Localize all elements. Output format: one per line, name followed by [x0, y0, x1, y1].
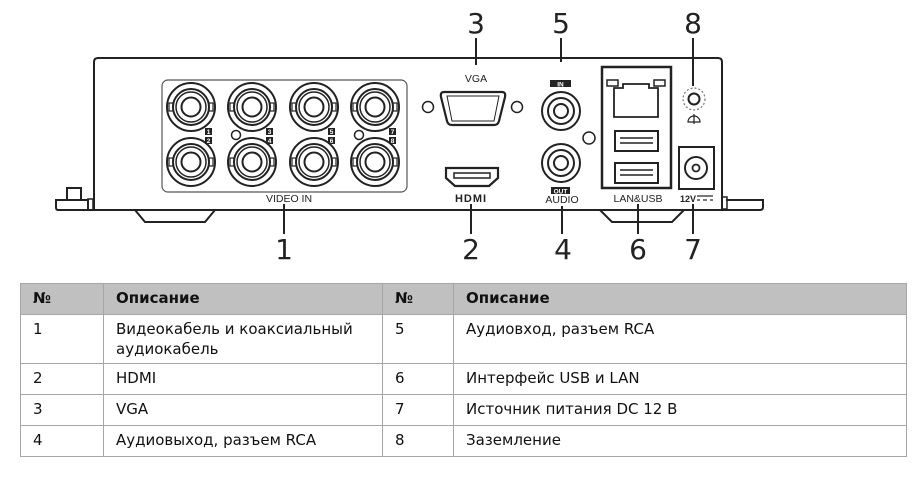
- row-description-right: Интерфейс USB и LAN: [453, 363, 907, 395]
- row-description-right: Источник питания DC 12 В: [453, 394, 907, 426]
- channel-number-badge: [328, 137, 335, 144]
- dc-symbol-icon: [697, 195, 713, 201]
- audio-out-rca-jack: [541, 143, 581, 183]
- lan-usb-frame: [600, 65, 673, 190]
- lan-usb-label: LAN&USB: [613, 193, 662, 205]
- bnc-connector: [350, 82, 400, 132]
- callout-6: 6: [629, 233, 647, 266]
- vga-screw-left: [421, 100, 435, 114]
- row-number-left: 1: [20, 314, 104, 364]
- rj45-port: [613, 83, 659, 118]
- callout-5: 5: [552, 7, 570, 40]
- channel-number-badge: [266, 128, 273, 135]
- channel-number: 6: [330, 138, 334, 145]
- port-description-table: № Описание № Описание 1 Видеокабель и ко…: [20, 283, 907, 457]
- bottom-foot-left: [134, 209, 216, 223]
- bnc-connector: [289, 82, 339, 132]
- hdmi-label: HDMI: [455, 193, 487, 205]
- audio-screw-hole: [582, 131, 596, 145]
- bottom-foot-right: [599, 209, 685, 223]
- video-in-label: VIDEO IN: [266, 193, 312, 205]
- table-row: 2 HDMI 6 Интерфейс USB и LAN: [20, 363, 907, 395]
- right-mount-ear: [722, 199, 764, 211]
- row-number-right: 7: [382, 394, 454, 426]
- callout-1: 1: [275, 233, 293, 266]
- bnc-connector: [227, 82, 277, 132]
- left-mount-ear: [55, 199, 94, 211]
- audio-out-label: OUT: [554, 188, 568, 195]
- rear-panel-diagram: 1 2 3 4 5 6 7 8: [55, 7, 764, 266]
- channel-number-badge: [389, 137, 396, 144]
- channel-number: 4: [268, 138, 272, 145]
- header-number-left: №: [20, 283, 104, 315]
- usb-port-2: [614, 162, 659, 184]
- row-description-left: Аудиовыход, разъем RCA: [103, 425, 383, 457]
- header-description-right: Описание: [453, 283, 907, 315]
- audio-in-rca-jack: [541, 91, 581, 131]
- bnc-connector: [227, 137, 277, 187]
- leader-lines: [283, 38, 694, 234]
- dc-power-jack: [684, 156, 708, 180]
- usb-port-1: [614, 130, 659, 152]
- panel-screw-hole: [230, 129, 242, 141]
- bnc-connector: [166, 82, 216, 132]
- table-row: 1 Видеокабель и коаксиальный аудиокабель…: [20, 314, 907, 364]
- lan-led-left: [606, 79, 619, 87]
- row-number-left: 4: [20, 425, 104, 457]
- lan-led-right: [653, 79, 666, 87]
- row-description-right: Заземление: [453, 425, 907, 457]
- row-description-left: HDMI: [103, 363, 383, 395]
- audio-in-badge: [550, 80, 571, 87]
- row-number-right: 8: [382, 425, 454, 457]
- audio-label: AUDIO: [545, 194, 578, 206]
- ground-terminal-ring: [682, 87, 706, 111]
- bnc-connectors: 1 2 3 4 5 6 7 8: [166, 82, 400, 187]
- channel-number-badge: [389, 128, 396, 135]
- channel-number-badge: [266, 137, 273, 144]
- table-row: 4 Аудиовыход, разъем RCA 8 Заземление: [20, 425, 907, 457]
- callout-4: 4: [554, 233, 572, 266]
- channel-number: 8: [391, 138, 395, 145]
- ground-terminal: [687, 92, 701, 106]
- row-number-right: 5: [382, 314, 454, 364]
- row-description-right: Аудиовход, разъем RCA: [453, 314, 907, 364]
- callout-8: 8: [684, 7, 702, 40]
- row-number-left: 2: [20, 363, 104, 395]
- audio-out-badge: [551, 187, 570, 194]
- video-in-panel: [161, 79, 408, 193]
- hdmi-port: [444, 166, 500, 188]
- table-header-row: № Описание № Описание: [20, 283, 907, 315]
- header-number-right: №: [382, 283, 454, 315]
- header-description-left: Описание: [103, 283, 383, 315]
- channel-number-badge: [328, 128, 335, 135]
- audio-in-label: IN: [557, 81, 564, 88]
- channel-number: 7: [391, 129, 395, 136]
- callout-2: 2: [462, 233, 480, 266]
- channel-number-badge: [205, 137, 212, 144]
- left-mount-tab: [66, 187, 82, 201]
- vga-screw-right: [510, 100, 524, 114]
- table-row: 3 VGA 7 Источник питания DC 12 В: [20, 394, 907, 426]
- bnc-connector: [166, 137, 216, 187]
- vga-label: VGA: [465, 73, 487, 85]
- panel-screw-hole: [353, 129, 365, 141]
- power-label: 12V: [680, 194, 696, 204]
- bnc-connector: [289, 137, 339, 187]
- callout-7: 7: [684, 233, 702, 266]
- row-number-right: 6: [382, 363, 454, 395]
- channel-number: 2: [207, 138, 211, 145]
- dc-power-jack-housing: [678, 146, 715, 190]
- callout-3: 3: [467, 7, 485, 40]
- ground-icon: [687, 114, 701, 124]
- row-number-left: 3: [20, 394, 104, 426]
- channel-number: 5: [330, 129, 334, 136]
- channel-number-badge: [205, 128, 212, 135]
- bnc-connector: [350, 137, 400, 187]
- vga-port: [439, 90, 507, 127]
- row-description-left: Видеокабель и коаксиальный аудиокабель: [103, 314, 383, 364]
- channel-number: 1: [207, 129, 211, 136]
- row-description-left: VGA: [103, 394, 383, 426]
- channel-number: 3: [268, 129, 272, 136]
